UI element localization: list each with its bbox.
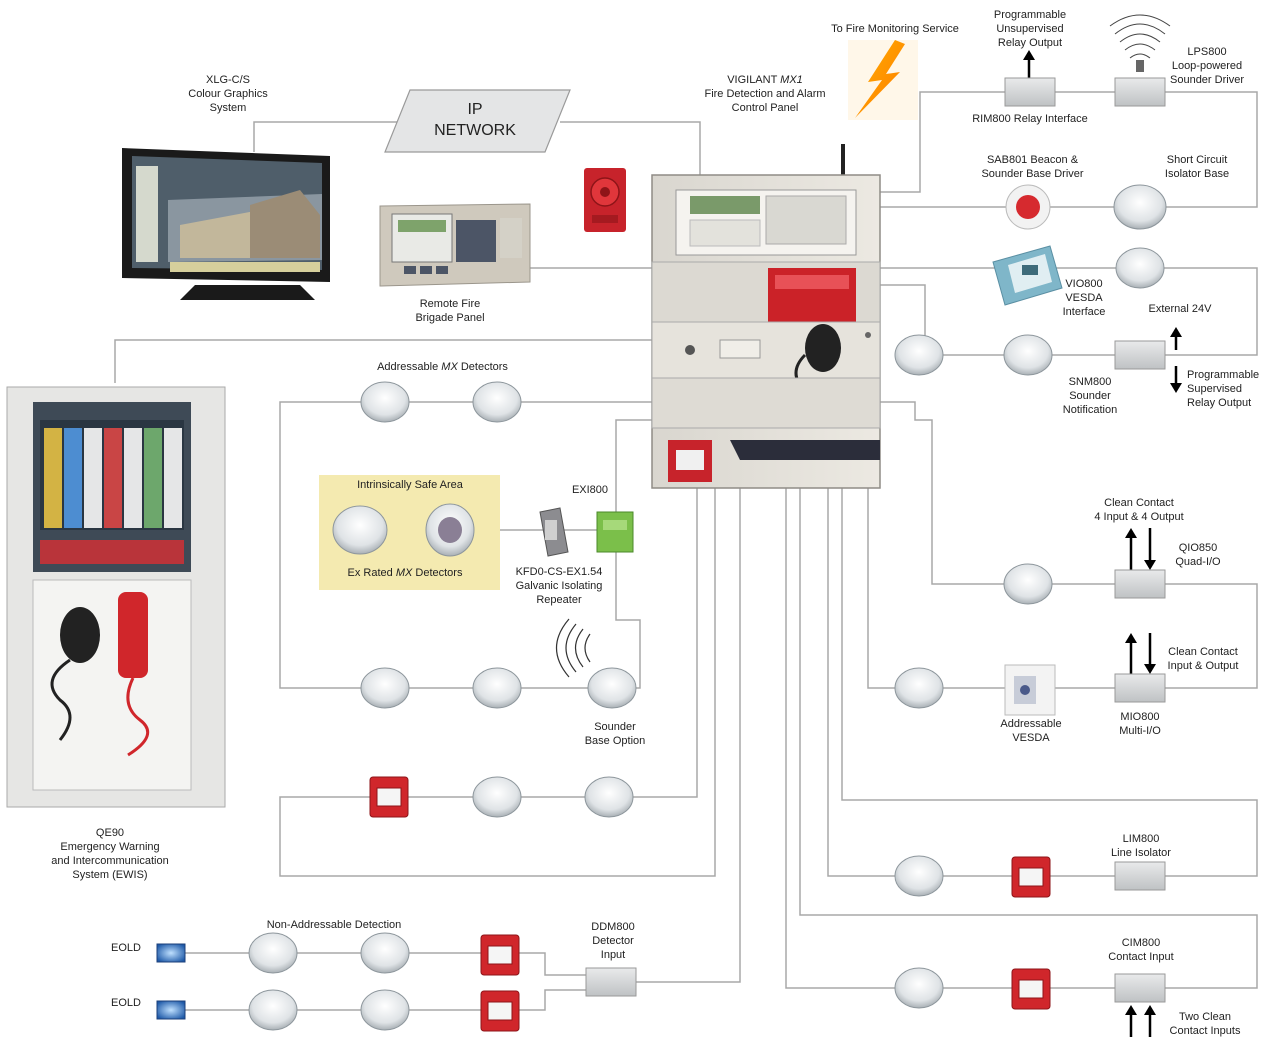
cim800-module-icon bbox=[1114, 973, 1166, 1003]
vio800-label: VIO800 VESDA Interface bbox=[1062, 278, 1106, 318]
detector-icon bbox=[472, 381, 522, 423]
exi800-module-icon bbox=[596, 511, 634, 553]
mio800-module-icon bbox=[1114, 673, 1166, 703]
ip-network-label: IP NETWORK bbox=[434, 101, 516, 139]
fire-monitoring-bolt-icon bbox=[848, 40, 918, 120]
ddm800-label: DDM800 Detector Input bbox=[591, 921, 635, 961]
detector-icon bbox=[1115, 247, 1165, 289]
detector-icon bbox=[1003, 334, 1053, 376]
detector-icon bbox=[248, 932, 298, 974]
remote-fire-brigade-label: Remote Fire Brigade Panel bbox=[415, 298, 485, 324]
sab801-label: SAB801 Beacon & Sounder Base Driver bbox=[981, 154, 1084, 180]
qe90-label: QE90 Emergency Warning and Intercommunic… bbox=[51, 827, 169, 881]
rim800-label: RIM800 Relay Interface bbox=[972, 113, 1088, 125]
programmable-supervised-relay-label: Programmable Supervised Relay Output bbox=[1187, 369, 1260, 409]
ddm800-module-icon bbox=[585, 967, 637, 997]
ex-rated-detectors-label: Ex Rated MX Detectors bbox=[347, 567, 463, 579]
fire-monitoring-label: To Fire Monitoring Service bbox=[831, 23, 959, 35]
sounder-base-option-label: Sounder Base Option bbox=[584, 721, 646, 747]
external-24v-label: External 24V bbox=[1148, 303, 1212, 315]
qio850-module-icon bbox=[1114, 569, 1166, 599]
panel-label: VIGILANT MX1 Fire Detection and Alarm Co… bbox=[704, 74, 826, 114]
addressable-vesda-icon bbox=[1004, 664, 1056, 716]
fire-bell-icon bbox=[584, 168, 626, 232]
eold-icon bbox=[156, 1000, 186, 1020]
manual-call-point-icon bbox=[480, 990, 520, 1032]
signal-arrows bbox=[1023, 50, 1182, 1037]
qio850-label: QIO850 Quad-I/O bbox=[1175, 542, 1221, 568]
remote-fire-brigade-panel-icon bbox=[379, 203, 531, 287]
manual-call-point-icon bbox=[1011, 968, 1051, 1010]
snm800-module-icon bbox=[1114, 340, 1166, 370]
addressable-vesda-label: Addressable VESDA bbox=[1000, 718, 1062, 744]
manual-call-point-icon bbox=[480, 934, 520, 976]
xlg-label: XLG-C/S Colour Graphics System bbox=[188, 74, 268, 114]
lps800-module-icon bbox=[1114, 77, 1166, 107]
snm800-label: SNM800 Sounder Notification bbox=[1062, 376, 1118, 416]
detector-icon bbox=[894, 667, 944, 709]
vio800-vesda-interface-icon bbox=[992, 245, 1063, 306]
lps-sounder-icon bbox=[1136, 60, 1144, 72]
vigilant-mx1-control-panel-icon bbox=[651, 144, 881, 489]
detector-icon bbox=[360, 667, 410, 709]
detector-icon bbox=[248, 989, 298, 1031]
detector-icon bbox=[894, 967, 944, 1009]
manual-call-point-icon bbox=[1011, 856, 1051, 898]
rim800-module-icon bbox=[1004, 77, 1056, 107]
xlg-monitor-icon bbox=[122, 148, 330, 300]
sounder-waves-icon bbox=[556, 618, 591, 678]
eold-label: EOLD bbox=[111, 942, 141, 954]
lim800-module-icon bbox=[1114, 861, 1166, 891]
unsupervised-relay-label: Programmable Unsupervised Relay Output bbox=[993, 9, 1067, 49]
addressable-mx-detectors-label: Addressable MX Detectors bbox=[377, 361, 508, 373]
clean-contact-io-label: Clean Contact Input & Output bbox=[1167, 646, 1239, 672]
sounder-base-detector-icon bbox=[587, 667, 637, 709]
detector-icon bbox=[894, 334, 944, 376]
exi800-label: EXI800 bbox=[571, 484, 609, 496]
two-clean-contact-inputs-label: Two Clean Contact Inputs bbox=[1169, 1011, 1241, 1037]
detector-icon bbox=[584, 776, 634, 818]
ex-detector-icon bbox=[332, 505, 388, 555]
kfd0-isolating-repeater-icon bbox=[539, 507, 569, 557]
loop-sounder-waves-icon bbox=[1109, 14, 1171, 59]
ip-network-shape bbox=[384, 89, 571, 153]
detector-icon bbox=[360, 989, 410, 1031]
clean-contact-4io-label: Clean Contact 4 Input & 4 Output bbox=[1094, 497, 1184, 523]
lps800-label: LPS800 Loop-powered Sounder Driver bbox=[1170, 46, 1244, 86]
detector-icon bbox=[360, 381, 410, 423]
mio800-label: MIO800 Multi-I/O bbox=[1119, 711, 1161, 737]
manual-call-point-icon bbox=[369, 776, 409, 818]
intrinsically-safe-area-label: Intrinsically Safe Area bbox=[357, 479, 463, 491]
cim800-label: CIM800 Contact Input bbox=[1108, 937, 1174, 963]
short-circuit-isolator-label: Short Circuit Isolator Base bbox=[1164, 154, 1230, 180]
lim800-label: LIM800 Line Isolator bbox=[1111, 833, 1171, 859]
kfd0-label: KFD0-CS-EX1.54 Galvanic Isolating Repeat… bbox=[515, 566, 603, 606]
eold-icon bbox=[156, 943, 186, 963]
qe90-ewis-cabinet-icon bbox=[6, 386, 226, 808]
detector-icon bbox=[472, 667, 522, 709]
detector-icon bbox=[360, 932, 410, 974]
ex-detector-core-icon bbox=[438, 517, 462, 543]
short-circuit-isolator-base-icon bbox=[1113, 184, 1167, 230]
eold-label: EOLD bbox=[111, 997, 141, 1009]
beacon-sounder-icon bbox=[1005, 184, 1051, 230]
detector-icon bbox=[472, 776, 522, 818]
detector-icon bbox=[894, 855, 944, 897]
non-addressable-detection-label: Non-Addressable Detection bbox=[266, 919, 402, 931]
detector-icon bbox=[1003, 563, 1053, 605]
